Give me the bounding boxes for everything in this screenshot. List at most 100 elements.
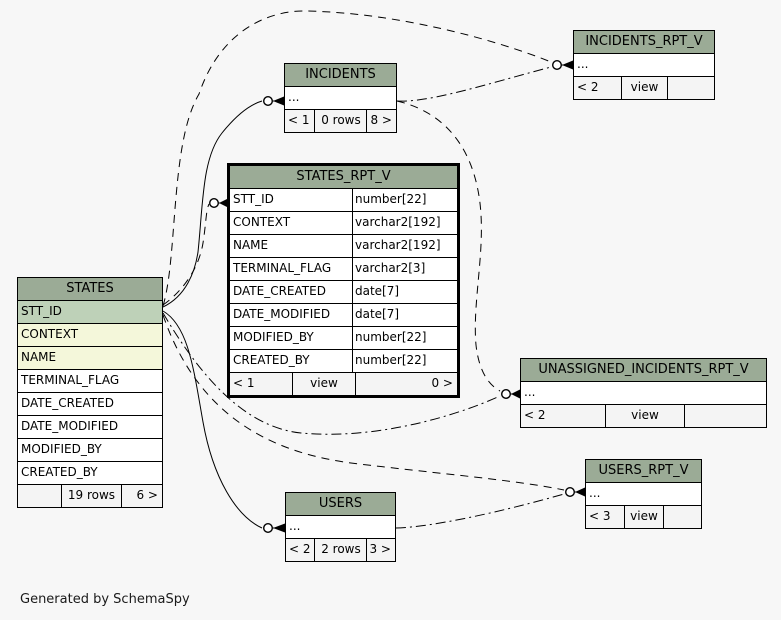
column-row-CONTEXT: CONTEXT — [18, 324, 162, 347]
fk-arrowhead-icon — [562, 60, 573, 70]
footer-parent-count: < 3 — [589, 509, 611, 523]
column-name: ... — [524, 385, 536, 399]
column-row-DATE_CREATED: DATE_CREATED — [18, 393, 162, 416]
column-row-CONTEXT: CONTEXT varchar2[192] — [230, 212, 457, 235]
table-title-STATES[interactable]: STATES — [18, 278, 162, 301]
zero-many-circle-icon — [501, 389, 512, 400]
column-row-CREATED_BY: CREATED_BY number[22] — [230, 350, 457, 373]
footer-child-count: 3 > — [366, 539, 395, 561]
relationship-line-STATES-to-STATES_RPT_V — [162, 203, 210, 306]
column-name: DATE_CREATED — [233, 284, 326, 298]
zero-many-circle-icon — [208, 197, 219, 208]
column-type: varchar2[192] — [352, 212, 457, 234]
footer-child-count — [684, 405, 766, 427]
column-name: ... — [589, 486, 601, 500]
zero-many-circle-icon — [552, 60, 563, 71]
zero-many-circle-icon — [263, 523, 274, 534]
fk-arrowhead-icon — [273, 523, 285, 533]
fk-arrowhead-icon — [575, 487, 585, 497]
footer-row-count-or-view: 2 rows — [314, 539, 366, 561]
column-name: ... — [288, 90, 300, 104]
column-name: NAME — [233, 238, 269, 252]
column-row-TERMINAL_FLAG: TERMINAL_FLAG varchar2[3] — [230, 258, 457, 281]
footer-row-count-or-view: view — [292, 373, 355, 395]
column-type: varchar2[3] — [352, 258, 457, 280]
table-USERS_RPT_V[interactable]: USERS_RPT_V... < 3 view — [585, 459, 702, 529]
zero-many-circle-icon — [263, 95, 274, 106]
footer-parent-count: < 2 — [524, 408, 546, 422]
footer-row-count-or-view: 0 rows — [314, 110, 366, 132]
column-type: varchar2[192] — [352, 235, 457, 257]
footer-parent-count: < 1 — [288, 113, 310, 127]
footer-row-count-or-view: view — [621, 77, 667, 99]
footer-row-count-or-view: 19 rows — [60, 485, 122, 507]
column-row-TERMINAL_FLAG: TERMINAL_FLAG — [18, 370, 162, 393]
table-title-USERS_RPT_V[interactable]: USERS_RPT_V — [586, 460, 701, 483]
column-row-elided: ... — [586, 483, 701, 506]
column-type: number[22] — [352, 327, 457, 349]
column-name: ... — [289, 519, 301, 533]
table-title-UNASSIGNED_INCIDENTS_RPT_V[interactable]: UNASSIGNED_INCIDENTS_RPT_V — [521, 359, 766, 382]
column-name: DATE_MODIFIED — [21, 419, 119, 433]
footer-child-count — [663, 506, 701, 528]
table-title-INCIDENTS_RPT_V[interactable]: INCIDENTS_RPT_V — [574, 31, 714, 54]
table-INCIDENTS_RPT_V[interactable]: INCIDENTS_RPT_V... < 2 view — [573, 30, 715, 100]
footer-child-count — [667, 77, 714, 99]
column-row-MODIFIED_BY: MODIFIED_BY — [18, 439, 162, 462]
column-name: MODIFIED_BY — [21, 442, 102, 456]
generated-by-note: Generated by SchemaSpy — [20, 592, 190, 607]
column-name: CONTEXT — [21, 327, 79, 341]
column-row-elided: ... — [521, 382, 766, 405]
table-footer: < 2 view — [521, 405, 766, 427]
table-title-STATES_RPT_V[interactable]: STATES_RPT_V — [230, 166, 457, 189]
table-title-INCIDENTS[interactable]: INCIDENTS — [285, 64, 396, 87]
footer-row-count-or-view: view — [624, 506, 663, 528]
table-UNASSIGNED_INCIDENTS_RPT_V[interactable]: UNASSIGNED_INCIDENTS_RPT_V... < 2 view — [520, 358, 767, 428]
column-name: TERMINAL_FLAG — [21, 373, 120, 387]
column-row-DATE_MODIFIED: DATE_MODIFIED — [18, 416, 162, 439]
fk-arrowhead-icon — [273, 96, 284, 106]
column-name: ... — [577, 57, 589, 71]
column-row-STT_ID: STT_ID — [18, 301, 162, 324]
footer-parent-count — [18, 485, 61, 507]
fk-arrowhead-icon — [511, 389, 520, 399]
zero-many-circle-icon — [565, 487, 576, 498]
footer-parent-count: < 2 — [289, 542, 311, 556]
column-name: STT_ID — [21, 304, 62, 318]
column-name: STT_ID — [233, 192, 274, 206]
column-name: DATE_MODIFIED — [233, 307, 331, 321]
column-name: MODIFIED_BY — [233, 330, 314, 344]
relationship-line-INCIDENTS-to-INCIDENTS_RPT_V — [396, 66, 552, 102]
footer-child-count: 0 > — [355, 373, 457, 395]
footer-parent-count: < 1 — [233, 376, 255, 390]
column-name: CREATED_BY — [233, 353, 310, 367]
column-name: TERMINAL_FLAG — [233, 261, 332, 275]
table-footer: < 3 view — [586, 506, 701, 528]
column-type: number[22] — [352, 350, 457, 372]
column-row-MODIFIED_BY: MODIFIED_BY number[22] — [230, 327, 457, 350]
column-row-elided: ... — [574, 54, 714, 77]
column-type: date[7] — [352, 304, 457, 326]
column-row-elided: ... — [286, 516, 395, 539]
column-name: DATE_CREATED — [21, 396, 114, 410]
footer-row-count-or-view: view — [605, 405, 684, 427]
footer-child-count: 8 > — [366, 110, 396, 132]
table-title-USERS[interactable]: USERS — [286, 493, 395, 516]
column-row-elided: ... — [285, 87, 396, 110]
footer-child-count: 6 > — [121, 485, 162, 507]
table-footer: < 2 view — [574, 77, 714, 99]
column-row-NAME: NAME varchar2[192] — [230, 235, 457, 258]
column-name: CONTEXT — [233, 215, 291, 229]
column-row-DATE_MODIFIED: DATE_MODIFIED date[7] — [230, 304, 457, 327]
footer-parent-count: < 2 — [577, 80, 599, 94]
